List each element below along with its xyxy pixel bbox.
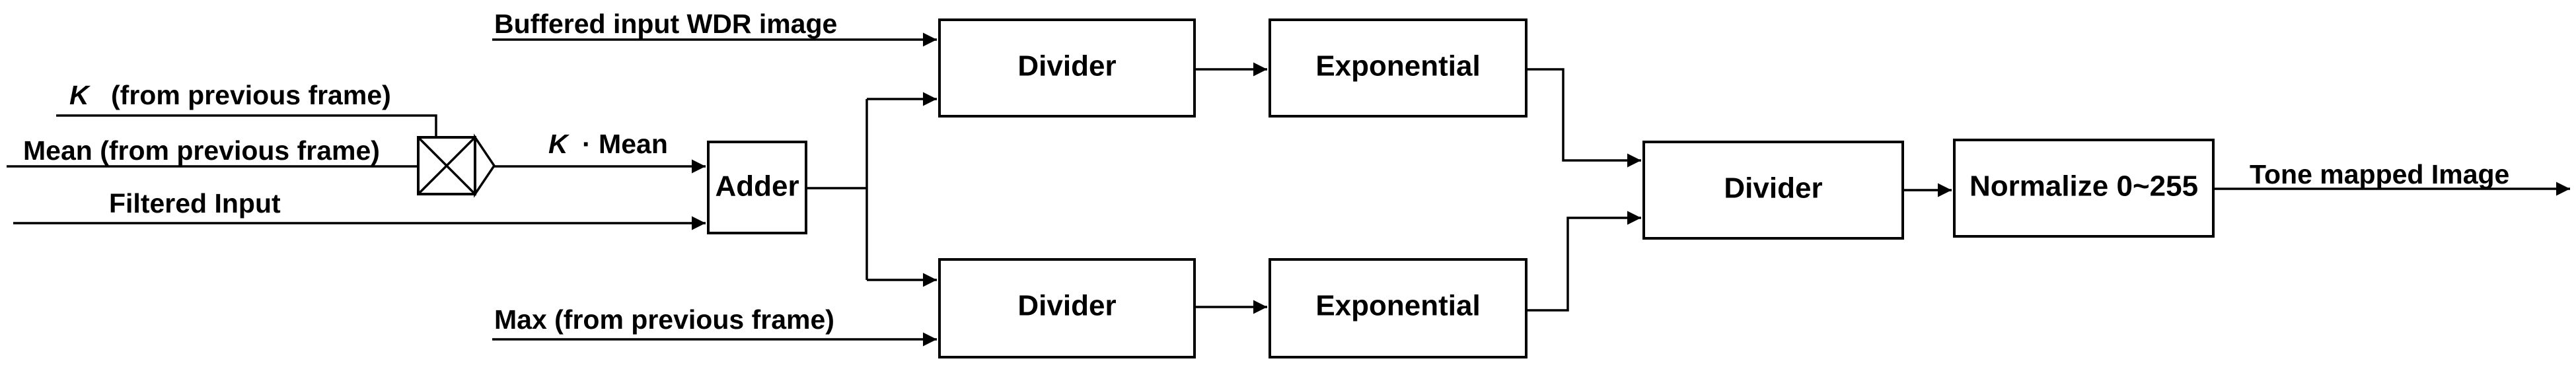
bottom-divider-block: Divider [938, 258, 1196, 358]
filtered-input-label: Filtered Input [109, 188, 281, 219]
adder-label: Adder [715, 170, 799, 203]
bottom-divider-label: Divider [1017, 290, 1116, 322]
top-divider-block: Divider [938, 18, 1196, 118]
bottom-exponential-label: Exponential [1315, 290, 1480, 322]
k-signal-variable: K [548, 129, 570, 159]
mean-input-label: Mean (from previous frame) [23, 135, 380, 166]
top-exponential-block: Exponential [1269, 18, 1527, 118]
bottom-exponential-block: Exponential [1269, 258, 1527, 358]
normalize-label: Normalize 0~255 [1969, 170, 2198, 203]
buffered-input-label: Buffered input WDR image [494, 9, 837, 39]
wire-k-to-multiplier [56, 114, 437, 137]
max-input-label: Max (from previous frame) [494, 304, 834, 335]
final-divider-label: Divider [1724, 172, 1822, 205]
k-input-label: K (from previous frame) [69, 80, 391, 110]
adder-block: Adder [707, 141, 807, 234]
top-divider-label: Divider [1017, 50, 1116, 83]
normalize-block: Normalize 0~255 [1953, 139, 2215, 238]
k-mean-signal-label: K · Mean [548, 129, 668, 159]
k-input-source: (from previous frame) [111, 80, 391, 110]
output-label: Tone mapped Image [2250, 159, 2509, 189]
wire-top-exp-to-final-divider [1526, 68, 1641, 168]
k-variable: K [69, 80, 91, 110]
top-exponential-label: Exponential [1315, 50, 1480, 83]
wire-bottom-exp-to-final-divider [1526, 211, 1641, 312]
final-divider-block: Divider [1642, 141, 1904, 240]
k-mean-signal-rest: · Mean [582, 129, 668, 159]
multiplier-icon [417, 133, 496, 198]
